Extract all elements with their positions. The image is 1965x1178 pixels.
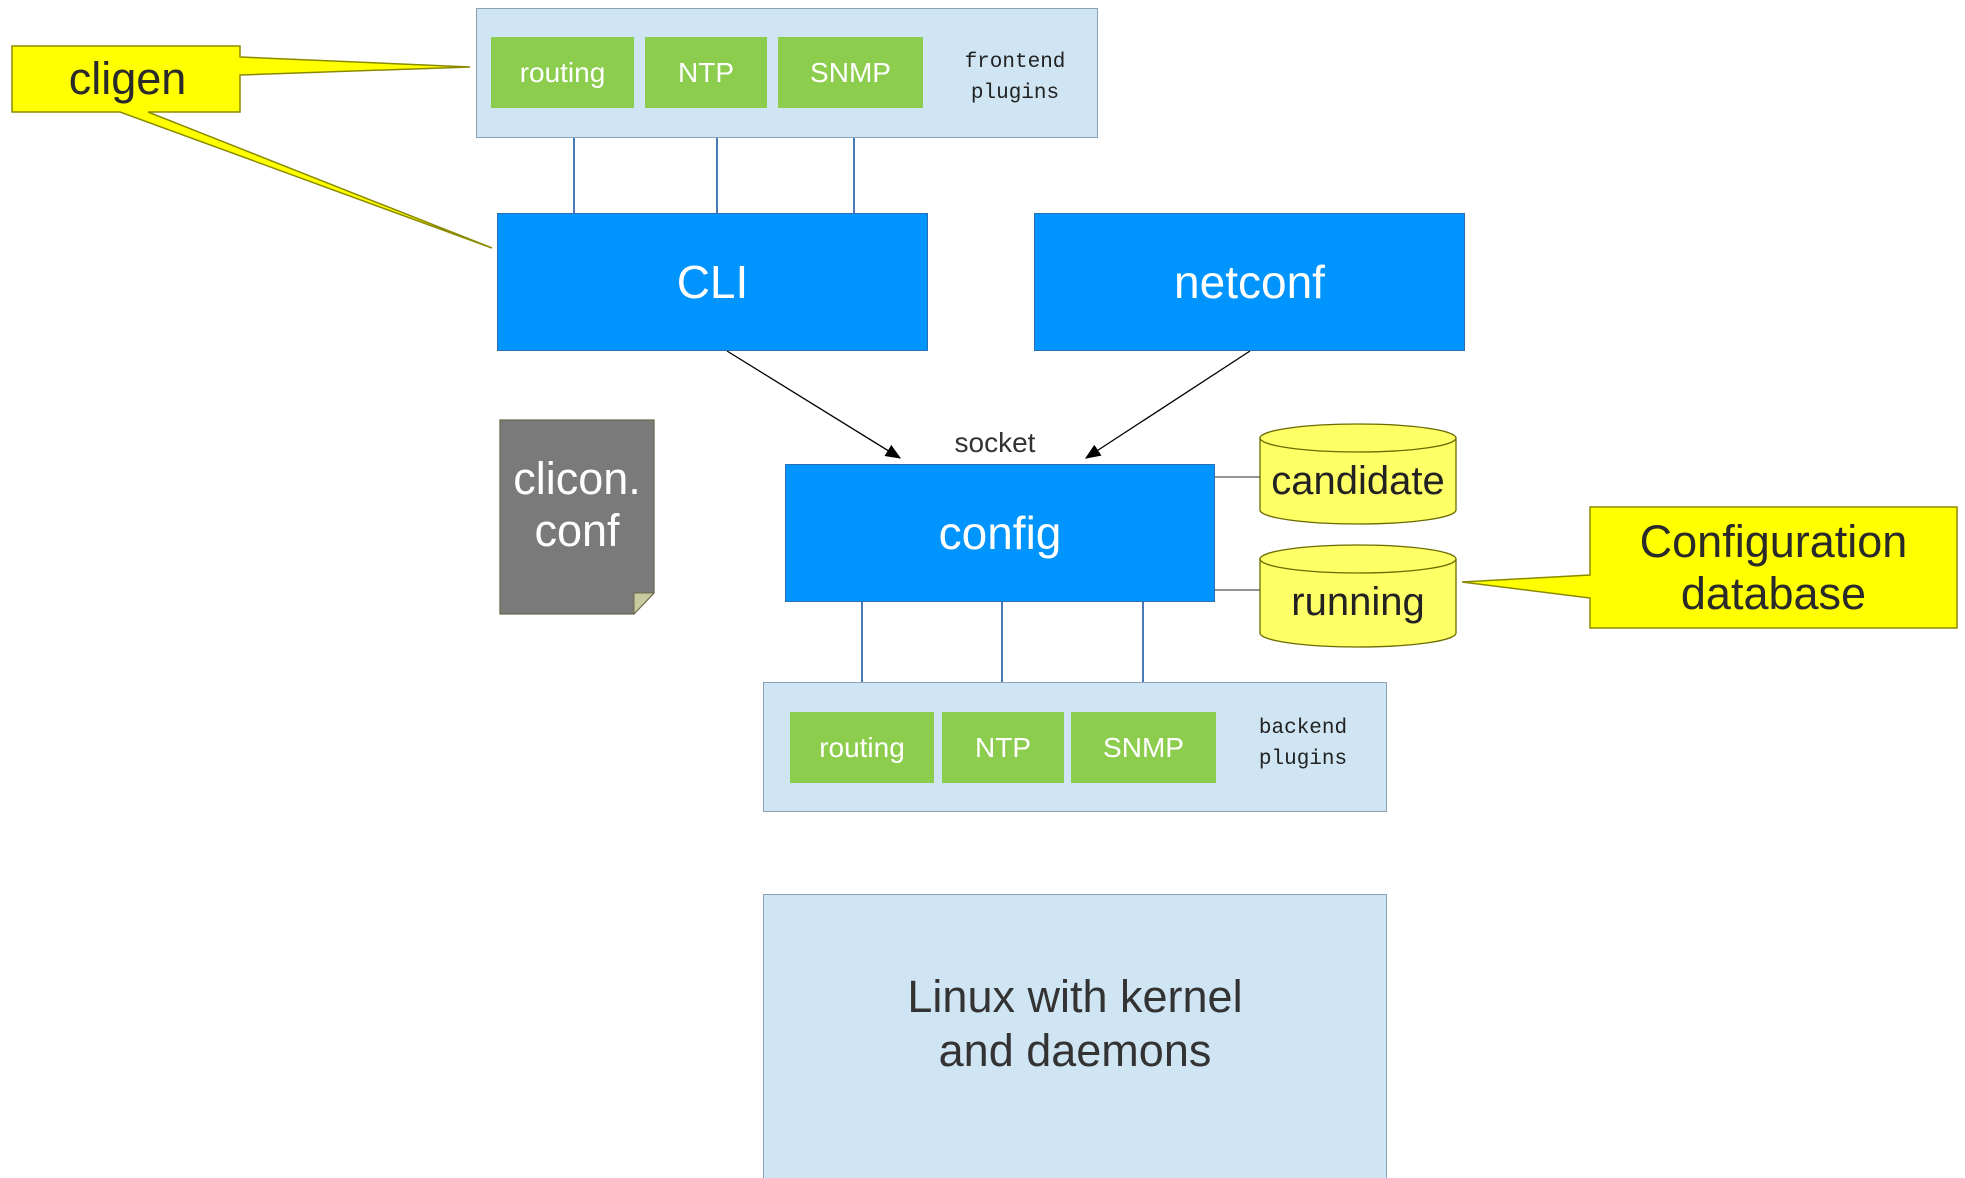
backend-plugin-ntp: NTP (942, 712, 1064, 783)
cligen-callout-shape (11, 45, 493, 249)
frontend-plugin-ntp: NTP (645, 37, 767, 108)
backend-plugins-label: backend plugins (1258, 717, 1348, 771)
clicon-conf-label: clicon. conf (513, 453, 641, 556)
linux-label: Linux with kernel and daemons (907, 970, 1243, 1076)
cli-box: CLI (497, 213, 928, 351)
configuration-database-callout-shape (1461, 506, 1958, 629)
socket-label: socket (954, 427, 1036, 458)
frontend-plugin-routing: routing (491, 37, 634, 108)
candidate-database-label: candidate (1271, 458, 1445, 503)
linux-box: Linux with kernel and daemons (763, 894, 1387, 1178)
backend-plugin-snmp: SNMP (1071, 712, 1216, 783)
netconf-box: netconf (1034, 213, 1465, 351)
database-connectors (1214, 476, 1260, 591)
candidate-database-icon (1259, 423, 1457, 525)
backend-plugin-routing: routing (790, 712, 934, 783)
cligen-callout-label: cligen (68, 53, 187, 104)
running-database-label: running (1291, 579, 1425, 624)
socket-arrows (726, 350, 1251, 459)
configuration-database-callout-label: Configuration database (1639, 515, 1908, 619)
config-box: config (785, 464, 1215, 602)
frontend-plugin-snmp: SNMP (778, 37, 923, 108)
clicon-conf-file-icon (499, 419, 656, 616)
running-database-icon (1259, 544, 1457, 648)
frontend-plugins-label: frontend plugins (964, 51, 1066, 105)
